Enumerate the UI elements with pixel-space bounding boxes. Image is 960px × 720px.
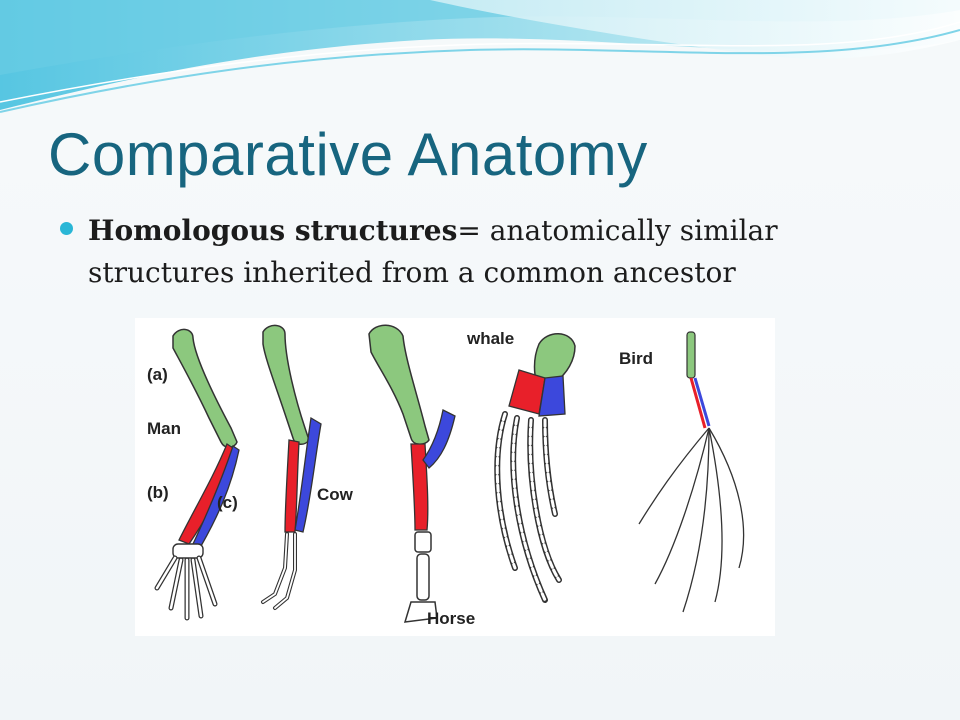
header-wave-decoration xyxy=(0,0,960,130)
label-bird: Bird xyxy=(619,349,653,368)
label-a: (a) xyxy=(147,365,168,384)
bird-ulna xyxy=(693,377,711,427)
bullet-definition: = anatomically similar structures inheri… xyxy=(88,214,778,289)
horse-ulna xyxy=(422,409,456,469)
label-horse: Horse xyxy=(427,609,475,628)
whale-limb xyxy=(494,333,576,603)
horse-foot-bones xyxy=(403,531,438,623)
whale-flipper-bones xyxy=(494,411,562,603)
whale-radius xyxy=(508,369,546,415)
bird-digit-lines xyxy=(638,427,745,613)
bird-humerus xyxy=(686,331,696,379)
cow-humerus xyxy=(262,324,310,445)
horse-limb xyxy=(368,324,456,623)
bird-limb xyxy=(638,331,745,613)
label-man: Man xyxy=(147,419,181,438)
man-limb xyxy=(154,328,240,621)
cow-ulna xyxy=(294,416,322,533)
slide-title: Comparative Anatomy xyxy=(48,121,648,188)
bullet-item: Homologous structures= anatomically simi… xyxy=(60,210,860,294)
bullet-text: Homologous structures= anatomically simi… xyxy=(88,210,860,294)
label-cow: Cow xyxy=(317,485,354,504)
bullet-term: Homologous structures xyxy=(88,214,458,247)
label-c: (c) xyxy=(217,493,238,512)
whale-humerus xyxy=(533,333,576,389)
horse-humerus xyxy=(368,324,430,445)
whale-ulna xyxy=(538,375,566,417)
homologous-limbs-figure: (a) Man (b) (c) Cow whale Bird Horse xyxy=(135,318,775,636)
limbs-illustration: (a) Man (b) (c) Cow whale Bird Horse xyxy=(147,324,745,628)
cow-foot-bones xyxy=(261,532,297,610)
man-hand-bones xyxy=(154,543,218,621)
man-humerus xyxy=(172,328,238,448)
label-b: (b) xyxy=(147,483,169,502)
cow-limb xyxy=(261,324,322,610)
label-whale: whale xyxy=(466,329,514,348)
bullet-dot-icon xyxy=(60,222,73,235)
bird-radius xyxy=(689,377,707,429)
horse-radius xyxy=(410,443,429,531)
